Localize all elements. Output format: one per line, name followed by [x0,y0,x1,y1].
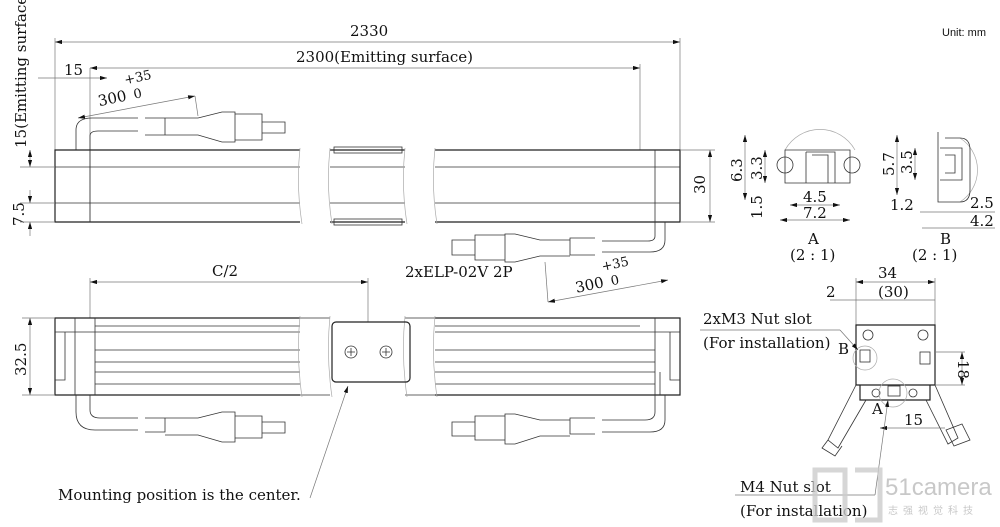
watermark: 51camera 志强视觉科技 [812,467,992,523]
dim-emitting-width: 15(Emitting surface) [12,0,30,148]
dim-cable-tol-plus: +35 [123,68,153,88]
detail-a: 6.3 3.3 1.5 4.5 7.2 A (2 : 1) [728,129,861,264]
mounting-block [331,321,411,383]
dim-offset: 15 [64,61,83,79]
dim-overall-length: 2330 [350,22,388,40]
top-view: 2330 2300(Emitting surface) 15 300 +35 0… [10,0,715,303]
watermark-brand: 51camera [885,474,992,501]
dim-emitting-length: 2300(Emitting surface) [296,48,473,66]
detail-b-dim-1: 5.7 [880,152,898,176]
end-view-slot-offset: 15 [904,411,923,429]
mounting-note: Mounting position is the center. [58,486,301,504]
end-view-label-a: A [871,400,883,418]
dim-edge-offset: 7.5 [10,202,28,226]
connector-label: 2xELP-02V 2P [405,263,513,281]
detail-b-scale: (2 : 1) [912,246,957,264]
detail-b-dim-5: 4.2 [970,212,994,230]
detail-b-dim-2: 3.5 [898,150,916,174]
dim-cable-tol-minus-right: 0 [609,273,620,289]
end-view-width: 34 [878,264,897,282]
dim-height: 30 [691,175,709,194]
detail-b-label: B [940,230,951,248]
dim-bottom-height: 32.5 [12,343,30,376]
detail-a-scale: (2 : 1) [790,246,835,264]
m3-note: 2xM3 Nut slot [703,310,812,328]
detail-b-dim-3: 1.2 [890,196,914,214]
detail-a-dim-1: 6.3 [728,158,746,182]
detail-b-dim-4: 2.5 [970,194,994,212]
connector [145,111,286,143]
profile-body-top [54,149,681,223]
unit-label: Unit: mm [942,27,986,39]
end-view-label-b: B [838,340,849,358]
detail-a-label: A [807,230,819,248]
watermark-sub: 志强视觉科技 [888,504,978,517]
m4-note: M4 Nut slot [740,478,831,496]
detail-a-dim-4: 4.5 [803,188,827,206]
end-view-edge: 2 [826,283,836,301]
m4-note-sub: (For installation) [740,502,867,520]
profile-body-bottom [54,317,681,396]
dim-half-length: C/2 [212,262,238,280]
detail-a-dim-3: 1.5 [748,195,766,219]
end-view: 34 (30) 2 18 15 2xM3 Nut slot (For insta… [700,264,972,520]
dim-cable-tol-minus: 0 [132,86,143,102]
end-view-slot-height: 18 [954,360,972,379]
m3-note-sub: (For installation) [703,334,830,352]
detail-a-dim-2: 3.3 [748,156,766,180]
bottom-view: C/2 Mounting position is the center. 32.… [12,262,681,504]
dim-cable-length: 300 [96,87,128,111]
detail-b: 5.7 3.5 1.2 2.5 4.2 B (2 : 1) [880,132,995,264]
dim-cable-tol-plus-right: +35 [600,255,630,275]
dim-cable-length-right: 300 [574,273,606,297]
detail-a-dim-5: 7.2 [803,204,827,222]
cable [75,117,138,150]
end-view-inner-width: (30) [878,283,909,301]
